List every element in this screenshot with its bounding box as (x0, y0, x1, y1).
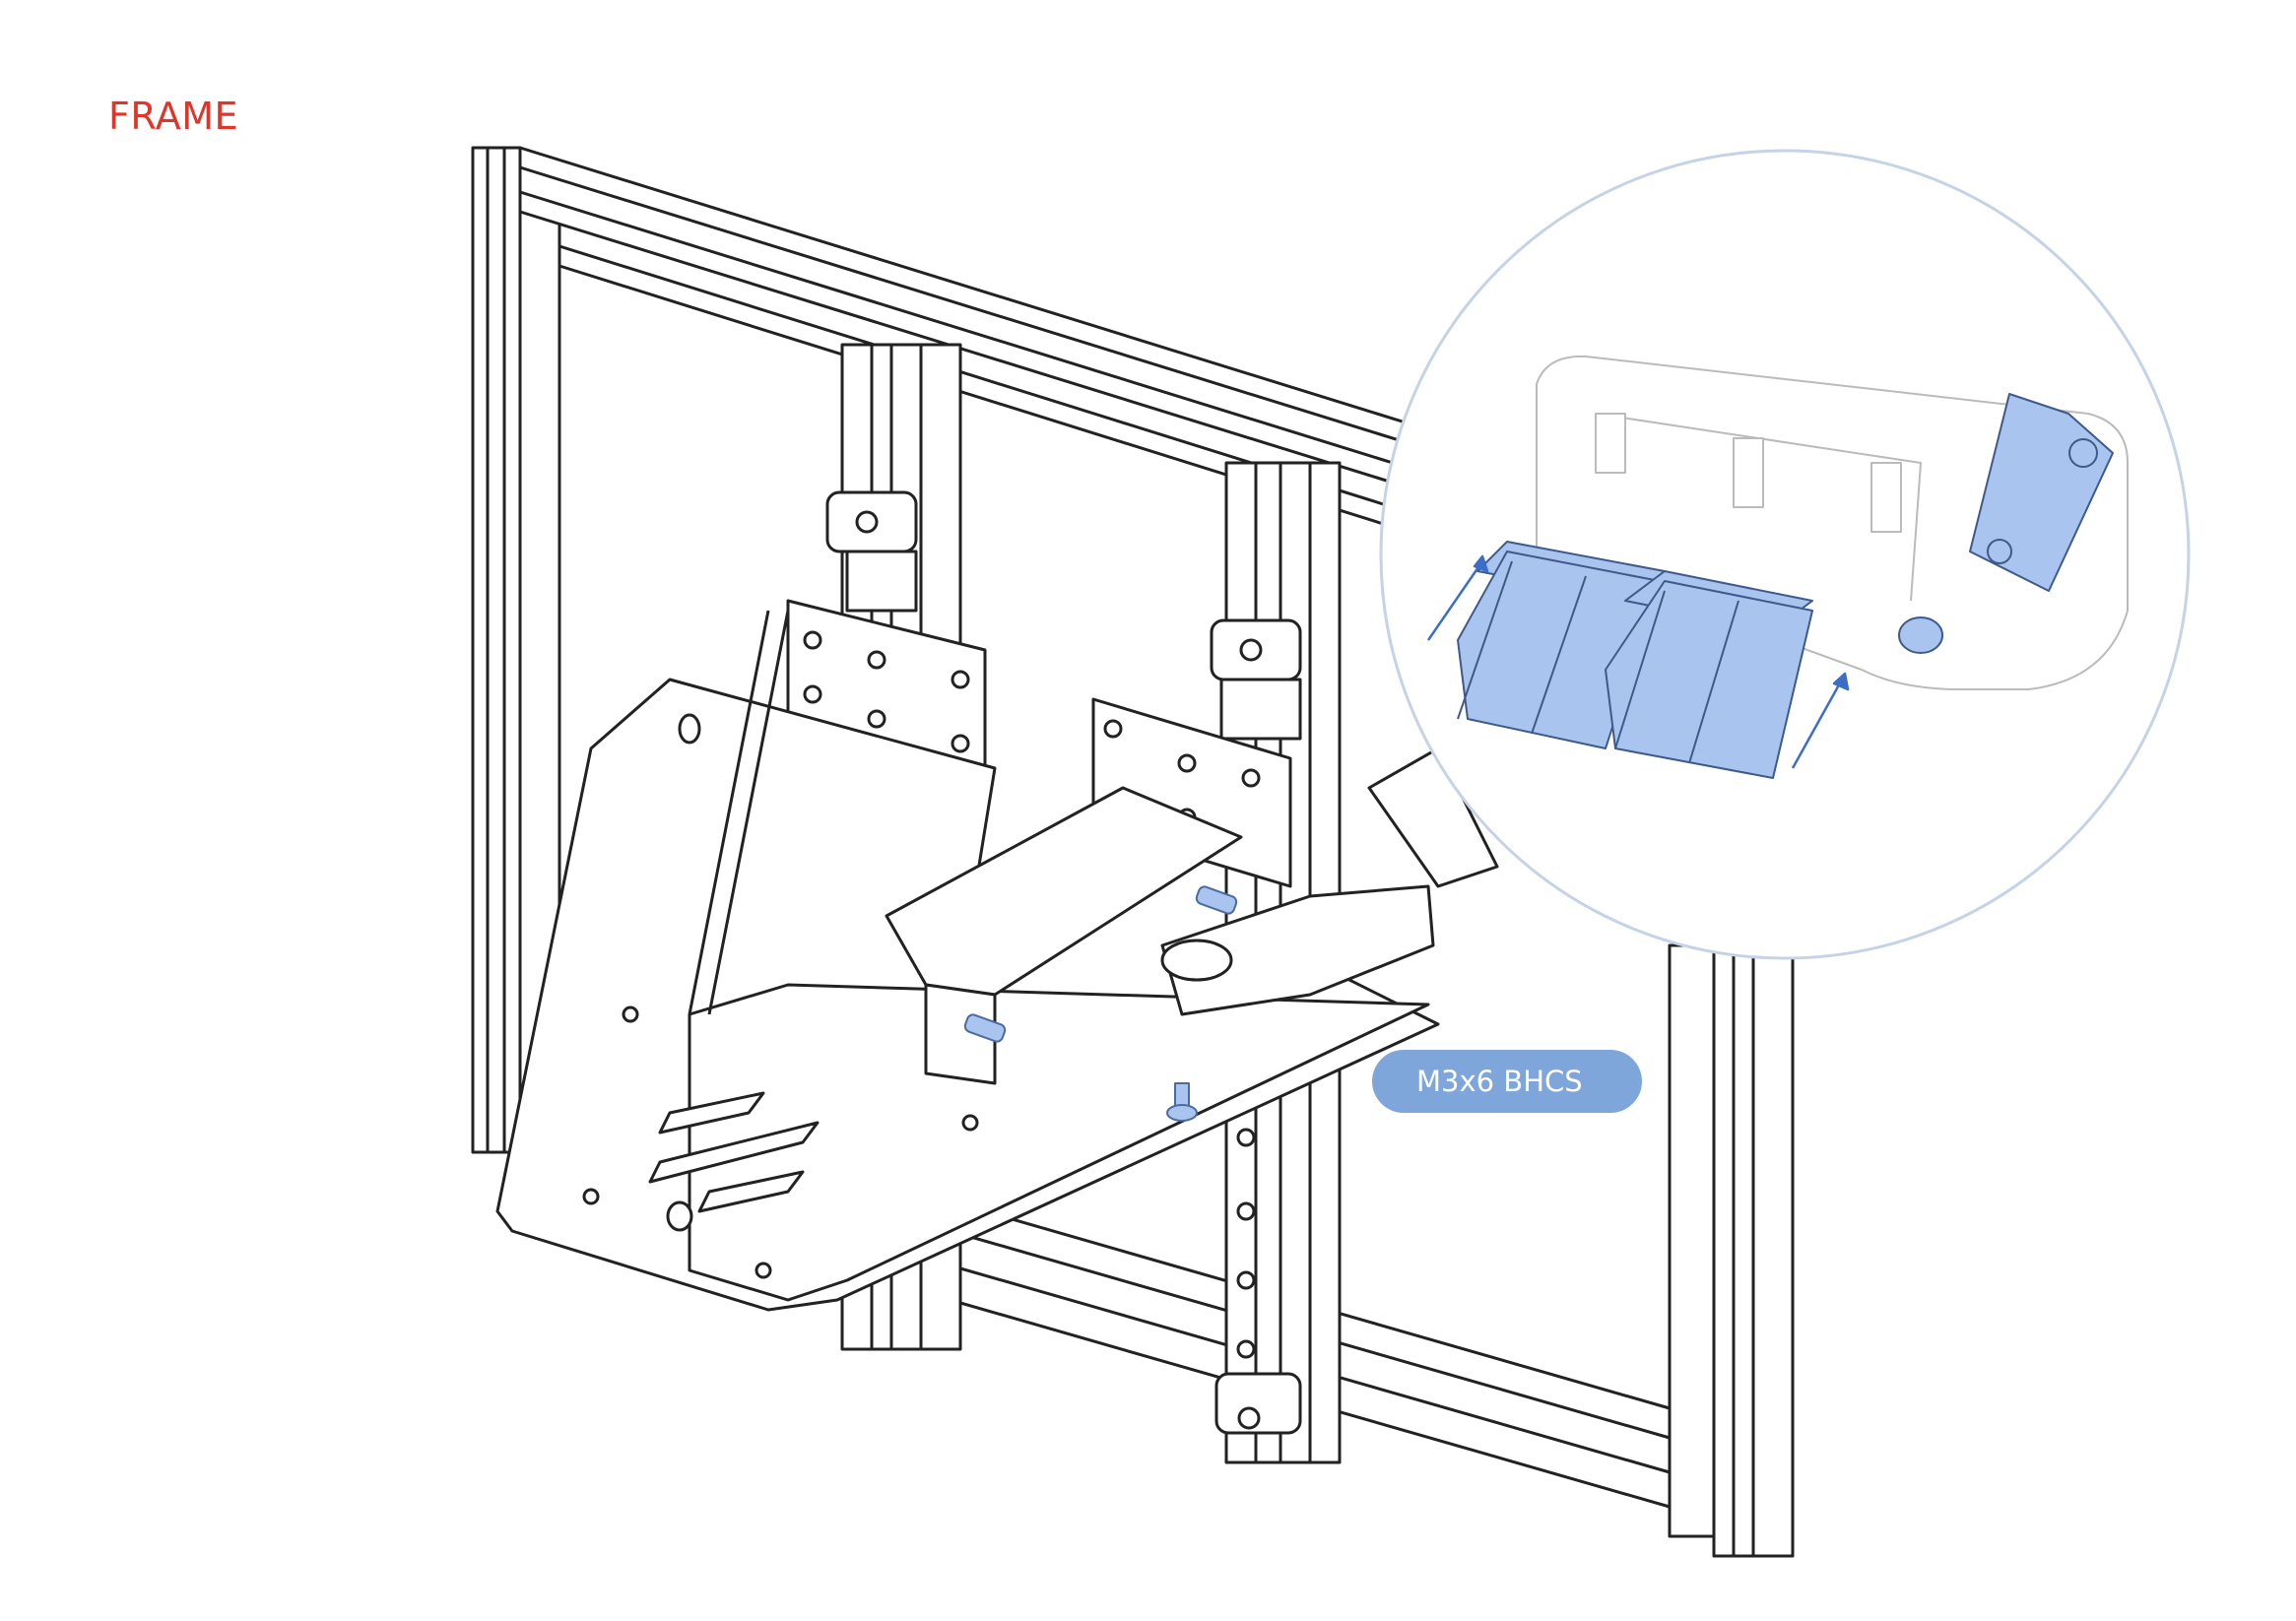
upper-carriage-right (1210, 618, 1302, 741)
inset-bracket (1898, 393, 2114, 654)
motor-box (885, 786, 1243, 1085)
section-title: FRAME (108, 95, 239, 138)
detail-inset (1379, 149, 2191, 960)
linkage-arm (1160, 746, 1499, 1016)
top-horizontal-extrusion (518, 146, 1410, 534)
inset-connectors (1457, 541, 1813, 779)
upper-carriage-left (825, 490, 918, 613)
inset-arrows (1426, 554, 1850, 769)
right-upright-extrusion (1668, 943, 1795, 1558)
inset-housing (1536, 355, 2129, 690)
fastener-callout-label: M3x6 BHCS (1372, 1050, 1642, 1113)
seat-plate (495, 610, 1440, 1312)
screw-icons (963, 885, 1238, 1122)
